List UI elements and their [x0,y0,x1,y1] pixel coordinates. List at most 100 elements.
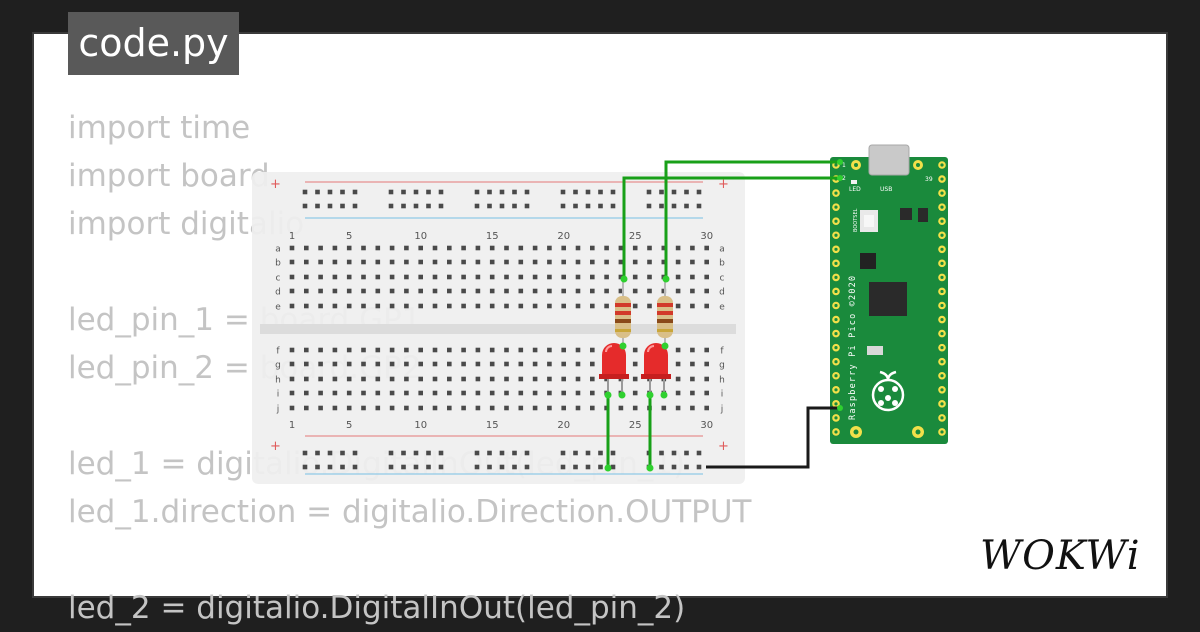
rail-hole[interactable] [573,203,578,209]
breadboard-hole[interactable] [632,361,638,367]
rail-hole[interactable] [512,464,517,470]
breadboard-hole[interactable] [418,245,423,251]
breadboard-hole[interactable] [375,376,381,382]
rail-hole[interactable] [487,464,492,470]
rail-hole[interactable] [585,464,591,470]
rail-hole[interactable] [585,203,591,209]
breadboard-hole[interactable] [647,245,652,251]
breadboard-hole[interactable] [518,288,524,294]
breadboard-hole[interactable] [346,361,352,367]
breadboard-hole[interactable] [361,390,366,396]
rail-hole[interactable] [302,464,308,470]
breadboard-hole[interactable] [461,390,466,396]
breadboard-hole[interactable] [361,405,366,411]
breadboard-hole[interactable] [518,347,524,353]
rail-hole[interactable] [413,189,419,195]
breadboard-hole[interactable] [332,303,338,309]
resistor-1[interactable] [615,279,631,346]
rail-hole[interactable] [696,203,702,209]
breadboard-hole[interactable] [318,376,323,382]
breadboard-hole[interactable] [304,259,309,265]
breadboard-hole[interactable] [561,390,566,396]
breadboard-hole[interactable] [404,259,409,265]
breadboard-hole[interactable] [447,274,452,280]
rail-hole[interactable] [487,450,492,456]
breadboard-hole[interactable] [532,245,538,251]
breadboard-hole[interactable] [504,288,509,294]
rail-hole[interactable] [585,450,591,456]
breadboard-hole[interactable] [504,245,509,251]
breadboard-hole[interactable] [447,347,452,353]
rail-hole[interactable] [426,203,431,209]
breadboard-hole[interactable] [447,245,452,251]
breadboard-hole[interactable] [375,405,381,411]
rail-hole[interactable] [487,203,492,209]
breadboard-hole[interactable] [575,274,581,280]
breadboard-hole[interactable] [604,288,609,294]
breadboard-hole[interactable] [561,245,566,251]
breadboard-hole[interactable] [704,405,709,411]
breadboard-hole[interactable] [518,361,524,367]
breadboard-hole[interactable] [447,259,452,265]
breadboard-hole[interactable] [432,376,438,382]
breadboard-hole[interactable] [632,347,638,353]
rail-hole[interactable] [340,203,345,209]
breadboard-hole[interactable] [575,390,581,396]
rail-hole[interactable] [388,450,394,456]
breadboard-hole[interactable] [404,376,409,382]
wire-gp1[interactable] [664,160,840,279]
breadboard-hole[interactable] [575,376,581,382]
breadboard-hole[interactable] [475,347,481,353]
rail-hole[interactable] [327,450,333,456]
breadboard-hole[interactable] [361,245,366,251]
rail-hole[interactable] [659,464,664,470]
breadboard-hole[interactable] [475,274,481,280]
rail-hole[interactable] [671,189,677,195]
breadboard-hole[interactable] [590,288,595,294]
breadboard-hole[interactable] [690,274,695,280]
breadboard-hole[interactable] [418,288,423,294]
rail-hole[interactable] [401,450,406,456]
breadboard-hole[interactable] [418,390,423,396]
breadboard-hole[interactable] [389,361,395,367]
rail-hole[interactable] [438,203,444,209]
breadboard-hole[interactable] [346,347,352,353]
breadboard-hole[interactable] [504,361,509,367]
breadboard-hole[interactable] [675,245,681,251]
breadboard-hole[interactable] [404,288,409,294]
breadboard-hole[interactable] [304,274,309,280]
rail-hole[interactable] [388,464,394,470]
breadboard-hole[interactable] [590,274,595,280]
breadboard-hole[interactable] [489,405,495,411]
breadboard-hole[interactable] [404,303,409,309]
breadboard-hole[interactable] [504,274,509,280]
breadboard-hole[interactable] [461,259,466,265]
breadboard-hole[interactable] [518,245,524,251]
breadboard-hole[interactable] [418,405,423,411]
breadboard-hole[interactable] [361,347,366,353]
breadboard-hole[interactable] [661,259,667,265]
rail-hole[interactable] [598,464,603,470]
breadboard-hole[interactable] [489,347,495,353]
rail-hole[interactable] [671,464,677,470]
breadboard-hole[interactable] [432,288,438,294]
breadboard-hole[interactable] [532,347,538,353]
breadboard-hole[interactable] [604,259,609,265]
rail-hole[interactable] [598,450,603,456]
breadboard-hole[interactable] [346,303,352,309]
breadboard-hole[interactable] [547,361,552,367]
breadboard-hole[interactable] [704,390,709,396]
breadboard-hole[interactable] [418,347,423,353]
rail-hole[interactable] [610,203,616,209]
breadboard-hole[interactable] [604,274,609,280]
rail-hole[interactable] [684,450,689,456]
rail-hole[interactable] [388,203,394,209]
breadboard-hole[interactable] [575,288,581,294]
rail-hole[interactable] [696,189,702,195]
breadboard-hole[interactable] [675,288,681,294]
breadboard-hole[interactable] [461,303,466,309]
breadboard-hole[interactable] [575,303,581,309]
breadboard-hole[interactable] [489,303,495,309]
breadboard-hole[interactable] [675,259,681,265]
breadboard-hole[interactable] [404,361,409,367]
